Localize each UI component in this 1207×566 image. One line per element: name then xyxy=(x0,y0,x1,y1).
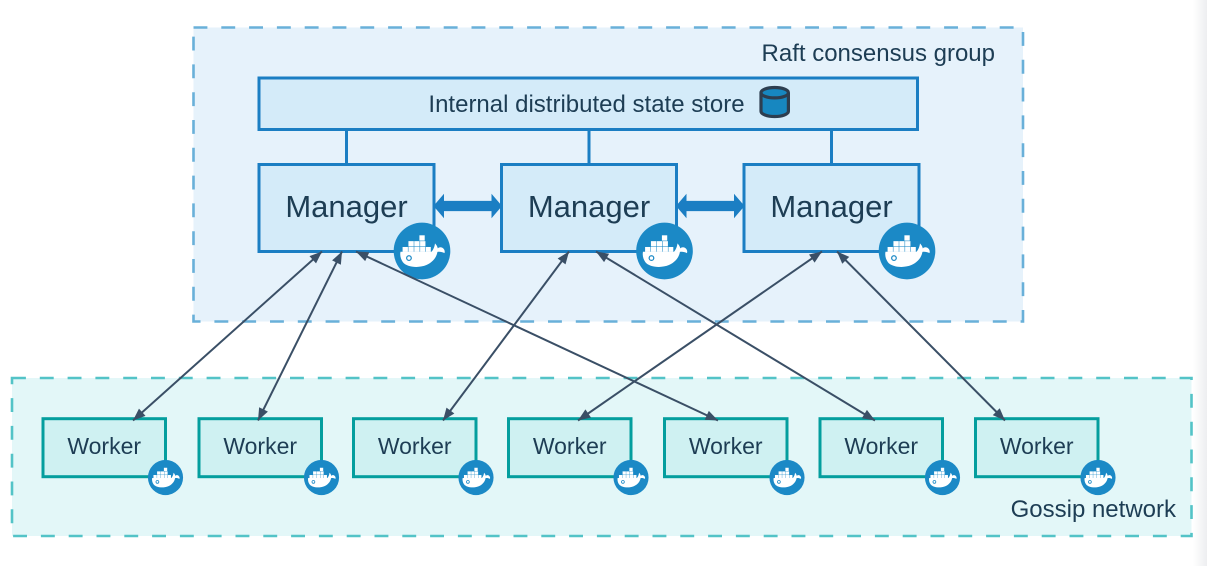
worker-4-box xyxy=(507,417,633,479)
worker-1-label: Worker xyxy=(67,433,141,459)
manager-1-docker-whale-icon xyxy=(393,222,451,280)
worker-4-docker-whale-icon xyxy=(613,459,649,496)
manager-2-manager-3-arrow xyxy=(676,193,745,219)
link-manager-3-worker-7 xyxy=(836,250,1006,422)
worker-3-label: Worker xyxy=(378,433,452,459)
worker-6-label: Worker xyxy=(844,433,918,459)
manager-3-label: Manager xyxy=(770,189,892,224)
database-cylinder-icon xyxy=(759,85,790,119)
link-manager-2-worker-3 xyxy=(442,250,570,422)
state-store-box xyxy=(257,76,919,131)
worker-7-label: Worker xyxy=(1000,433,1074,459)
worker-1-docker-whale-icon xyxy=(147,459,184,496)
manager-1-manager-2-arrow xyxy=(433,193,502,219)
worker-6-box xyxy=(818,417,944,479)
worker-5-box xyxy=(663,417,789,479)
manager-1-label: Manager xyxy=(285,189,407,224)
manager-2-docker-whale-icon xyxy=(635,222,694,280)
worker-5-label: Worker xyxy=(689,433,763,459)
worker-7-node: Worker xyxy=(974,417,1116,496)
worker-2-label: Worker xyxy=(223,433,297,459)
link-manager-3-worker-4 xyxy=(577,250,823,422)
worker-7-docker-whale-icon xyxy=(1080,459,1116,496)
worker-3-node: Worker xyxy=(352,417,494,496)
state-store-label: Internal distributed state store xyxy=(428,91,744,118)
worker-6-docker-whale-icon xyxy=(924,459,961,496)
worker-4-node: Worker xyxy=(507,417,649,496)
manager-2-label: Manager xyxy=(528,189,650,224)
worker-5-docker-whale-icon xyxy=(769,459,805,496)
worker-7-box xyxy=(974,417,1100,479)
worker-1-node: Worker xyxy=(41,417,184,496)
manager-worker-links xyxy=(132,250,1006,422)
worker-2-docker-whale-icon xyxy=(303,459,340,496)
raft-consensus-group-label: Raft consensus group xyxy=(762,40,995,67)
worker-5-node: Worker xyxy=(663,417,805,496)
manager-3-docker-whale-icon xyxy=(878,222,936,280)
worker-6-node: Worker xyxy=(818,417,961,496)
worker-4-label: Worker xyxy=(533,433,607,459)
worker-3-box xyxy=(352,417,478,479)
link-manager-1-worker-2 xyxy=(257,251,343,421)
worker-1-box xyxy=(41,417,167,479)
gossip-network-label: Gossip network xyxy=(1011,496,1177,523)
worker-3-docker-whale-icon xyxy=(458,459,494,496)
window-edge-strip xyxy=(1193,0,1207,566)
